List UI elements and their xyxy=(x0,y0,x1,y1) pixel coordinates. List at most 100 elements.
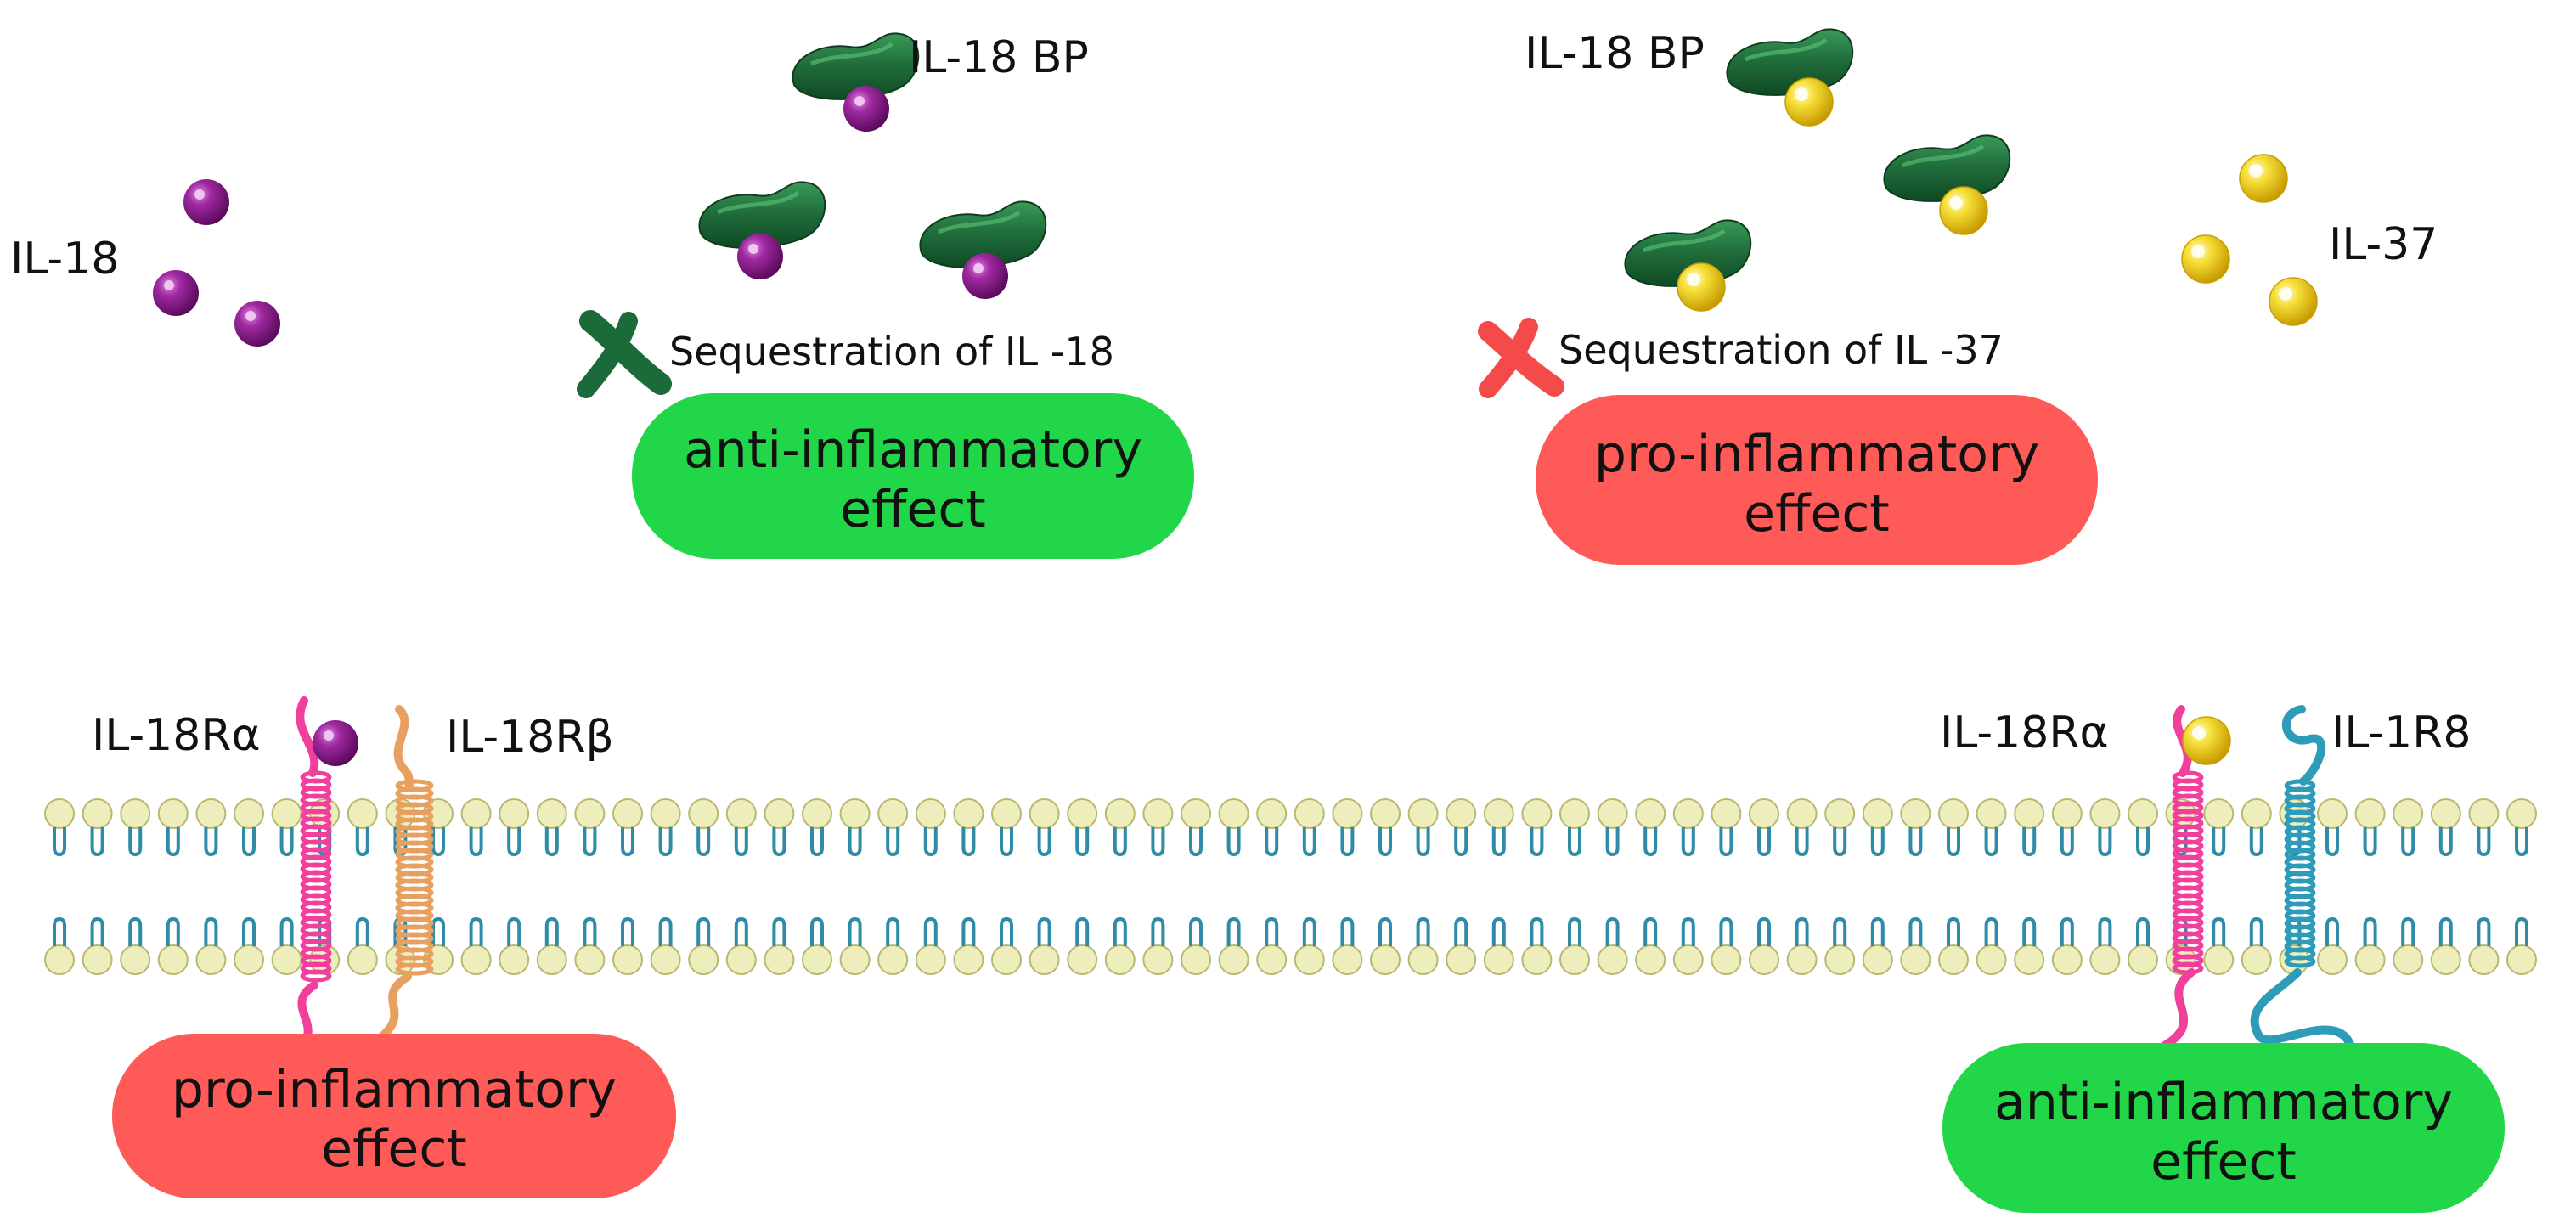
il18-receptor-complex: IL-18Rα IL-18Rβ xyxy=(92,696,614,1080)
lipid-molecule xyxy=(2353,798,2387,976)
free-il37-group: IL-37 xyxy=(2181,154,2438,326)
lipid-molecule xyxy=(2392,798,2425,976)
lipid-molecule xyxy=(2013,798,2046,976)
lipid-molecule xyxy=(1899,798,1932,976)
transmembrane-helix xyxy=(395,779,434,976)
lipid-molecule xyxy=(2050,798,2083,976)
lipid-molecule xyxy=(1406,798,1440,976)
svg-text:anti-inflammatory: anti-inflammatory xyxy=(684,420,1142,480)
il37-receptor-complex: IL-18Rα IL-1R8 xyxy=(1940,705,2471,1091)
lipid-molecule xyxy=(1103,798,1136,976)
x-mark-icon xyxy=(577,310,672,398)
il18bp-protein-icon xyxy=(1884,135,2010,201)
lipid-molecule xyxy=(990,798,1023,976)
svg-text:effect: effect xyxy=(2150,1132,2297,1192)
lipid-molecule xyxy=(459,798,493,976)
svg-text:pro-inflammatory: pro-inflammatory xyxy=(1594,425,2039,484)
il37-molecule-icon xyxy=(1677,262,1726,312)
il18-molecule-icon xyxy=(153,270,199,316)
lipid-molecule xyxy=(1671,798,1705,976)
il37-molecule-icon xyxy=(2181,234,2230,284)
lipid-molecule xyxy=(535,798,568,976)
lipid-molecule xyxy=(1785,798,1818,976)
lipid-molecule xyxy=(270,798,303,976)
lipid-molecule xyxy=(724,798,758,976)
lipid-molecule xyxy=(914,798,947,976)
lipid-molecule xyxy=(1066,798,1099,976)
x-mark-icon xyxy=(1478,318,1564,398)
lipid-molecule xyxy=(1596,798,1629,976)
il18-molecule-icon xyxy=(183,179,229,225)
il18-molecule-icon xyxy=(962,253,1008,299)
il37-molecule-icon xyxy=(1939,186,1988,235)
svg-text:effect: effect xyxy=(1744,484,1890,544)
lipid-molecule xyxy=(2506,798,2538,976)
il37-molecule-icon xyxy=(2239,154,2288,203)
lipid-molecule xyxy=(573,798,606,976)
lipid-molecule xyxy=(649,798,682,976)
lipid-molecule xyxy=(1482,798,1515,976)
il1r8-label: IL-1R8 xyxy=(2331,708,2471,758)
il18bp-il37-complexes: IL-18 BP xyxy=(1525,28,2010,312)
transmembrane-helix xyxy=(2284,779,2316,968)
il18bp-protein-icon xyxy=(1727,29,1852,95)
il18rb-label: IL-18Rβ xyxy=(446,712,614,763)
lipid-molecule xyxy=(1331,798,1364,976)
lipid-molecule xyxy=(43,798,76,976)
lipid-molecule xyxy=(1028,798,1061,976)
lipid-molecule xyxy=(156,798,189,976)
lipid-molecule xyxy=(2127,798,2159,976)
lipid-molecule xyxy=(1141,798,1175,976)
lipid-molecule xyxy=(2429,798,2462,976)
il37-molecule-icon xyxy=(1784,77,1834,127)
lipid-molecule xyxy=(1293,798,1326,976)
svg-text:pro-inflammatory: pro-inflammatory xyxy=(172,1060,617,1119)
lipid-molecule xyxy=(1748,798,1780,976)
lipid-molecule xyxy=(612,798,644,976)
lipid-molecule xyxy=(1861,798,1894,976)
lipid-molecule xyxy=(2240,798,2273,976)
lipid-molecule xyxy=(1559,798,1591,976)
lipid-molecule xyxy=(1520,798,1553,976)
il18bp-label: IL-18 BP xyxy=(1525,28,1705,79)
effect-badge-bottom-left: pro-inflammatory effect xyxy=(112,1034,676,1198)
lipid-molecule xyxy=(1823,798,1857,976)
il18-molecule-icon xyxy=(313,720,358,766)
il37-molecule-icon xyxy=(2182,716,2231,765)
lipid-molecule xyxy=(687,798,720,976)
lipid-molecule xyxy=(801,798,833,976)
il18ra-label: IL-18Rα xyxy=(1940,708,2109,758)
lipid-molecule xyxy=(2202,798,2235,976)
lipid-molecule xyxy=(1180,798,1212,976)
lipid-molecule xyxy=(1369,798,1401,976)
il18ra-label: IL-18Rα xyxy=(92,710,261,761)
svg-text:anti-inflammatory: anti-inflammatory xyxy=(1994,1073,2453,1132)
lipid-molecule xyxy=(1255,798,1288,976)
il18-label: IL-18 xyxy=(10,234,119,285)
lipid-molecule xyxy=(119,798,152,976)
lipid-molecule xyxy=(81,798,114,976)
svg-text:effect: effect xyxy=(840,480,986,539)
effect-badge-bottom-right: anti-inflammatory effect xyxy=(1942,1043,2505,1213)
lipid-molecule xyxy=(1445,798,1478,976)
effect-badge-top-left: anti-inflammatory effect xyxy=(632,393,1194,559)
il18bp-il18-complexes: IL-18 BP xyxy=(699,32,1089,299)
lipid-molecule xyxy=(194,798,228,976)
il18-molecule-icon xyxy=(234,301,280,347)
lipid-molecule xyxy=(2088,798,2122,976)
lipid-molecule xyxy=(952,798,985,976)
lipid-molecule xyxy=(233,798,265,976)
lipid-molecule xyxy=(763,798,796,976)
lipid-molecule xyxy=(498,798,531,976)
lipid-molecule xyxy=(1710,798,1743,976)
transmembrane-helix xyxy=(2172,770,2204,975)
effect-badge-top-right: pro-inflammatory effect xyxy=(1536,395,2098,565)
lipid-molecule xyxy=(877,798,910,976)
transmembrane-helix xyxy=(300,770,332,983)
sequestration-il37-label: Sequestration of IL -37 xyxy=(1559,327,2004,373)
free-il18-group: IL-18 xyxy=(10,179,280,347)
lipid-molecule xyxy=(2467,798,2500,976)
lipid-molecule xyxy=(1217,798,1250,976)
il18bp-label: IL-18 BP xyxy=(909,32,1089,83)
